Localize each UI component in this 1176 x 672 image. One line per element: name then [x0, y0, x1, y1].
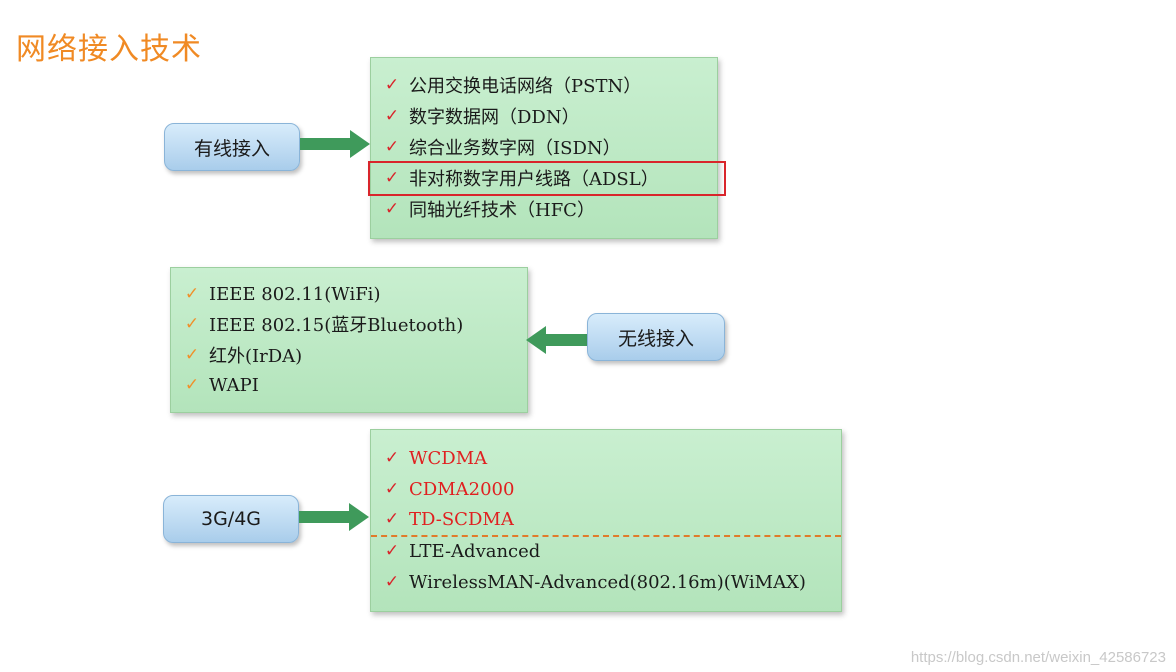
list-item-text: 红外(IrDA)	[209, 346, 303, 367]
list-item-text: 非对称数字用户线路（ADSL）	[409, 169, 659, 190]
generation-divider	[371, 535, 841, 537]
list-item: ✓ WCDMA	[371, 443, 841, 473]
right-arrow-icon	[300, 130, 370, 158]
list-item: ✓ 数字数据网（DDN）	[371, 101, 717, 131]
checkmark-icon: ✓	[384, 75, 400, 95]
list-item-text: WirelessMAN-Advanced(802.16m)(WiMAX)	[409, 571, 806, 593]
checkmark-icon: ✓	[184, 314, 200, 334]
list-item: ✓ 公用交换电话网络（PSTN）	[371, 70, 717, 100]
mobile-tech-box: ✓ WCDMA ✓ CDMA2000 ✓ TD-SCDMA ✓ LTE-Adva…	[370, 429, 842, 612]
list-item: ✓ WirelessMAN-Advanced(802.16m)(WiMAX)	[371, 567, 841, 597]
list-item: ✓ 同轴光纤技术（HFC）	[371, 194, 717, 224]
list-item: ✓ 红外(IrDA)	[171, 340, 527, 370]
checkmark-icon: ✓	[384, 572, 400, 592]
mobile-access-text: 3G/4G	[200, 508, 262, 530]
list-item: ✓ IEEE 802.11(WiFi)	[171, 279, 527, 309]
wireless-tech-box: ✓ IEEE 802.11(WiFi) ✓ IEEE 802.15(蓝牙Blue…	[170, 267, 528, 413]
checkmark-icon: ✓	[384, 509, 400, 529]
checkmark-icon: ✓	[184, 284, 200, 304]
watermark: https://blog.csdn.net/weixin_42586723	[910, 649, 1166, 666]
list-item-text: 综合业务数字网（ISDN）	[409, 138, 621, 159]
checkmark-icon: ✓	[384, 106, 400, 126]
checkmark-icon: ✓	[184, 345, 200, 365]
checkmark-icon: ✓	[384, 199, 400, 219]
list-item-text: 同轴光纤技术（HFC）	[409, 200, 595, 221]
wired-tech-box: ✓ 公用交换电话网络（PSTN） ✓ 数字数据网（DDN） ✓ 综合业务数字网（…	[370, 57, 718, 239]
wireless-access-label: 无线接入	[587, 313, 725, 361]
slide: 网络接入技术 有线接入 ✓ 公用交换电话网络（PSTN） ✓ 数字数据网（DDN…	[16, 32, 842, 612]
left-arrow-icon	[526, 326, 590, 354]
list-item-text: 公用交换电话网络（PSTN）	[409, 76, 642, 97]
list-item-text: 数字数据网（DDN）	[409, 107, 580, 128]
list-item-text: IEEE 802.15(蓝牙Bluetooth)	[209, 315, 464, 336]
wired-access-text: 有线接入	[193, 137, 270, 160]
list-item: ✓ IEEE 802.15(蓝牙Bluetooth)	[171, 309, 527, 339]
highlight-frame	[368, 161, 726, 196]
list-item-text: WAPI	[209, 374, 259, 396]
list-item: ✓ CDMA2000	[371, 474, 841, 504]
list-item-text: LTE-Advanced	[409, 540, 541, 562]
list-item: ✓ TD-SCDMA	[371, 504, 841, 534]
wired-access-label: 有线接入	[164, 123, 300, 171]
list-item-text: CDMA2000	[409, 478, 515, 500]
list-item: ✓ LTE-Advanced	[371, 536, 841, 566]
checkmark-icon: ✓	[384, 448, 400, 468]
list-item-text: WCDMA	[409, 447, 488, 469]
list-item-text: IEEE 802.11(WiFi)	[209, 283, 381, 305]
checkmark-icon: ✓	[384, 541, 400, 561]
list-item: ✓ 综合业务数字网（ISDN）	[371, 132, 717, 162]
checkmark-icon: ✓	[384, 168, 400, 188]
list-item: ✓ 非对称数字用户线路（ADSL）	[371, 163, 717, 193]
mobile-access-label: 3G/4G	[163, 495, 299, 543]
checkmark-icon: ✓	[384, 137, 400, 157]
slide-title: 网络接入技术	[16, 32, 202, 67]
list-item-text: TD-SCDMA	[409, 508, 514, 530]
list-item: ✓ WAPI	[171, 370, 527, 400]
checkmark-icon: ✓	[384, 479, 400, 499]
checkmark-icon: ✓	[184, 375, 200, 395]
wireless-access-text: 无线接入	[617, 327, 694, 350]
right-arrow-icon	[299, 503, 369, 531]
